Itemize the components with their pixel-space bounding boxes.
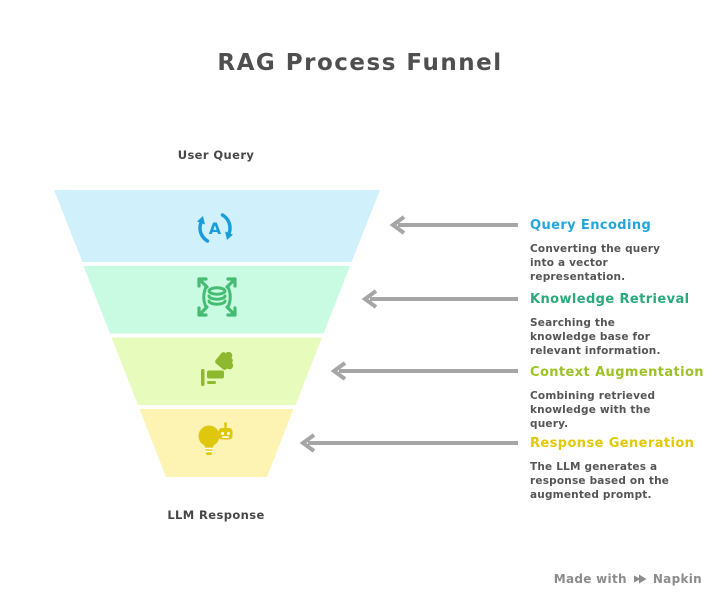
- translate-cycle-icon: A: [197, 213, 233, 243]
- letter-a-glyph: A: [209, 219, 222, 238]
- connector-arrow-3: [330, 361, 518, 381]
- funnel-input-label: User Query: [177, 148, 255, 162]
- step-response-generation: Response Generation The LLM generates a …: [530, 436, 706, 502]
- funnel-layer-query-encoding: [54, 190, 380, 262]
- connector-arrows: [299, 215, 518, 453]
- step-context-augmentation: Context Augmentation Combining retrieved…: [530, 365, 706, 431]
- expand-database-icon: [197, 277, 237, 317]
- step-query-encoding: Query Encoding Converting the query into…: [530, 218, 706, 284]
- made-with-napkin-credit: Made with Napkin: [554, 572, 702, 586]
- page-title: RAG Process Funnel: [217, 50, 503, 76]
- credit-text: Made with: [553, 572, 627, 586]
- step-title: Context Augmentation: [530, 365, 704, 380]
- step-title: Response Generation: [530, 436, 695, 451]
- brand-text: Napkin: [652, 572, 702, 586]
- connector-arrow-4: [299, 433, 518, 453]
- puzzle-flag-icon: [201, 351, 234, 386]
- connector-arrow-2: [361, 289, 518, 309]
- step-knowledge-retrieval: Knowledge Retrieval Searching the knowle…: [530, 292, 706, 358]
- connector-arrow-1: [389, 215, 518, 235]
- step-description: The LLM generates a response based on th…: [530, 461, 670, 501]
- napkin-logo-icon: [633, 574, 647, 584]
- step-title: Query Encoding: [530, 218, 652, 233]
- step-description: Searching the knowledge base for relevan…: [530, 317, 661, 357]
- step-title: Knowledge Retrieval: [530, 292, 690, 307]
- bulb-robot-icon: [198, 422, 233, 455]
- step-description: Combining retrieved knowledge with the q…: [530, 390, 656, 430]
- step-description: Converting the query into a vector repre…: [530, 243, 661, 283]
- funnel-output-label: LLM Response: [167, 508, 265, 522]
